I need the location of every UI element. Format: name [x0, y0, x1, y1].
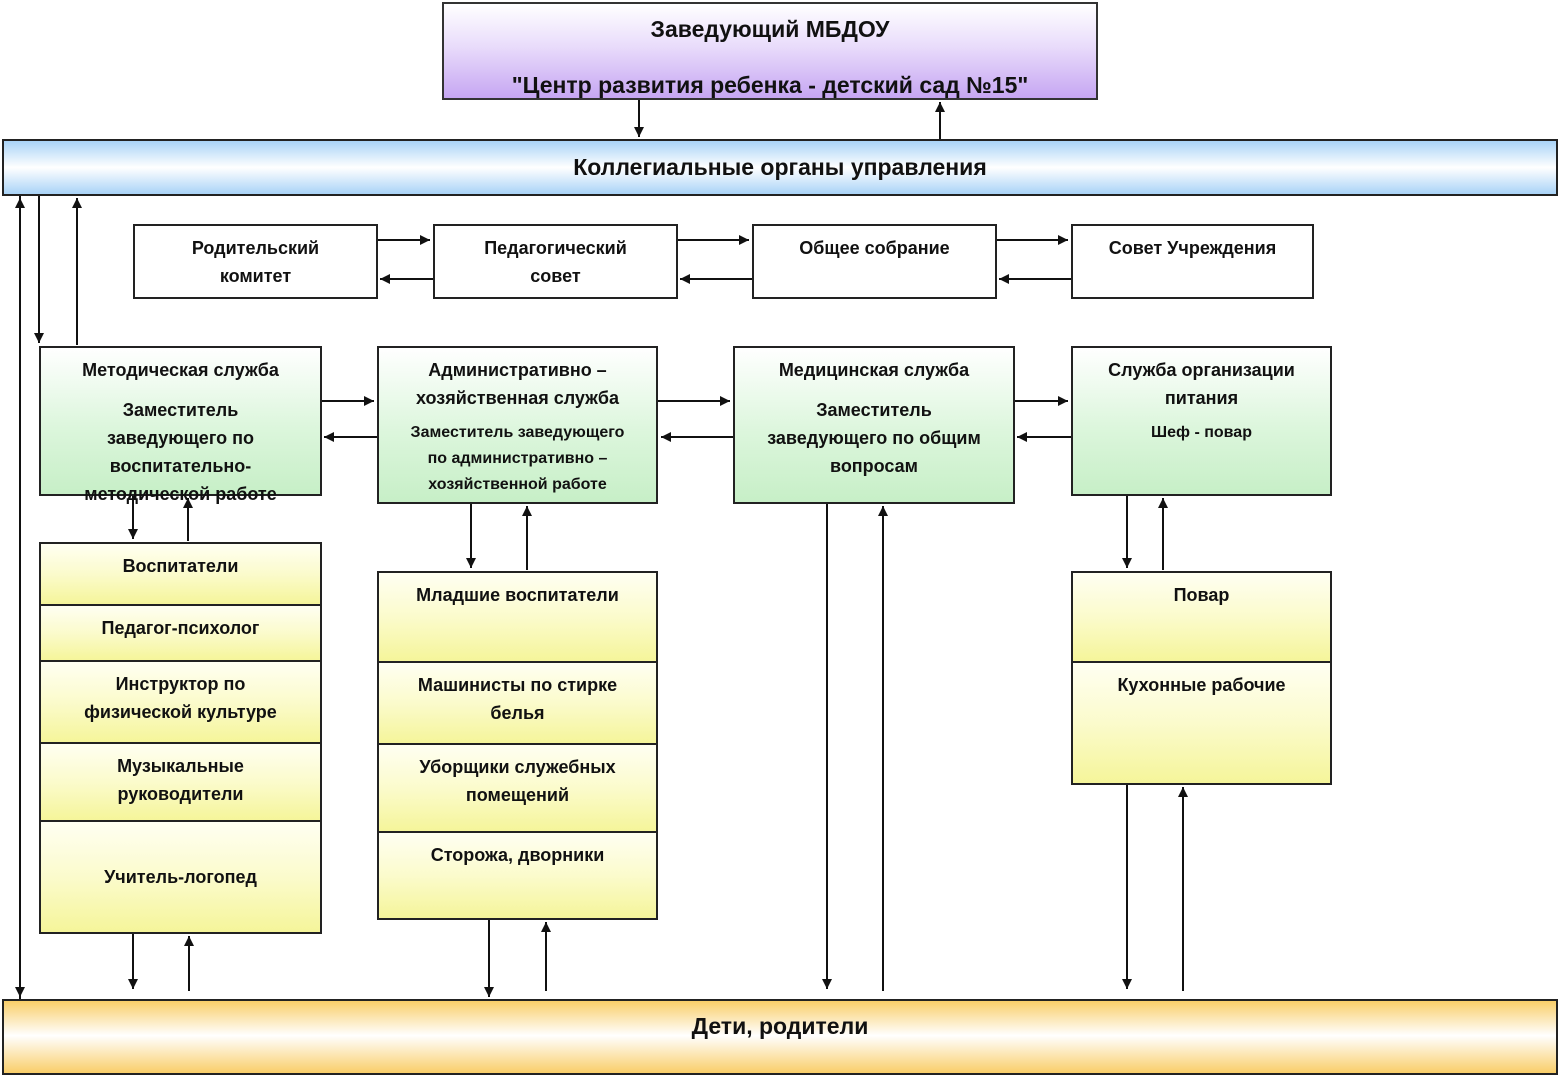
head-title: Заведующий МБДОУ — [650, 16, 890, 42]
staff-pe-instructor: Инструктор по физической культуре — [39, 660, 322, 744]
staff-guards: Сторожа, дворники — [377, 831, 658, 920]
service-medical: Медицинская служба Заместитель заведующе… — [733, 346, 1015, 504]
council-general-meeting: Общее собрание — [752, 224, 997, 299]
service-medical-title: Медицинская служба — [778, 360, 970, 380]
staff-speech-therapist: Учитель-логопед — [39, 820, 322, 934]
head-subtitle: "Центр развития ребенка - детский сад №1… — [511, 72, 1029, 98]
collegial-band: Коллегиальные органы управления — [2, 139, 1558, 196]
staff-cleaners: Уборщики служебных помещений — [377, 743, 658, 833]
service-methodical-subtitle: Заместитель заведующего по воспитательно… — [84, 400, 277, 504]
council-pedagogical: Педагогический совет — [433, 224, 678, 299]
service-admin-title: Административно – хозяйственная служба — [415, 360, 620, 408]
staff-music-directors: Музыкальные руководители — [39, 742, 322, 822]
service-food-subtitle: Шеф - повар — [1151, 424, 1252, 441]
service-admin: Административно – хозяйственная служба З… — [377, 346, 658, 504]
staff-junior-educators: Младшие воспитатели — [377, 571, 658, 663]
staff-educators: Воспитатели — [39, 542, 322, 606]
children-parents-band: Дети, родители — [2, 999, 1558, 1075]
staff-kitchen-workers: Кухонные рабочие — [1071, 661, 1332, 785]
service-methodical: Методическая служба Заместитель заведующ… — [39, 346, 322, 504]
staff-cook: Повар — [1071, 571, 1332, 663]
service-food: Служба организации питания Шеф - повар — [1071, 346, 1332, 496]
staff-laundry: Машинисты по стирке белья — [377, 661, 658, 745]
service-food-title: Служба организации питания — [1108, 360, 1295, 408]
staff-psychologist: Педагог-психолог — [39, 604, 322, 662]
service-medical-subtitle: Заместитель заведующего по общим вопроса… — [767, 400, 981, 476]
service-methodical-title: Методическая служба — [82, 360, 279, 380]
council-parents: Родительский комитет — [133, 224, 378, 299]
council-board: Совет Учреждения — [1071, 224, 1314, 299]
head-box: Заведующий МБДОУ "Центр развития ребенка… — [442, 2, 1098, 100]
service-admin-subtitle: Заместитель заведующего по административ… — [410, 424, 625, 493]
